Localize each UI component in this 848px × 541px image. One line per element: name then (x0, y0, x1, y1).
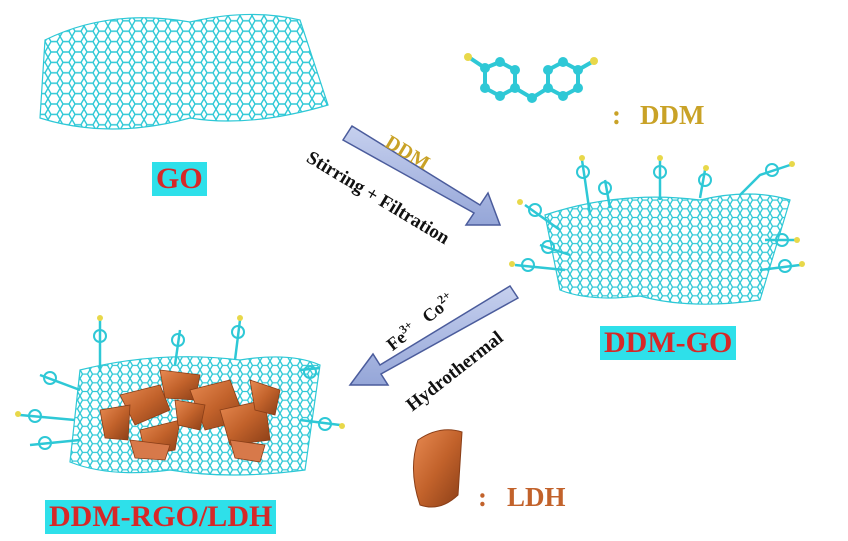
legend-ldh-colon: : (478, 482, 487, 512)
legend-ddm-label: DDM (640, 100, 705, 130)
ddm-molecule (464, 53, 598, 103)
label-ddm-go: DDM-GO (600, 326, 737, 360)
go-sheet (39, 13, 329, 130)
label-go: GO (152, 162, 207, 196)
label-ddm-rgo-ldh: DDM-RGO/LDH (45, 500, 277, 534)
legend-ddm-colon: : (612, 100, 621, 130)
ldh-platelet (412, 429, 463, 508)
ddm-rgo-ldh-composite (15, 315, 345, 476)
ddm-go-sheet (509, 155, 805, 305)
arrow-stirring (341, 124, 502, 226)
arrow-hydrothermal (348, 284, 520, 386)
legend-ldh-label: LDH (507, 482, 566, 512)
